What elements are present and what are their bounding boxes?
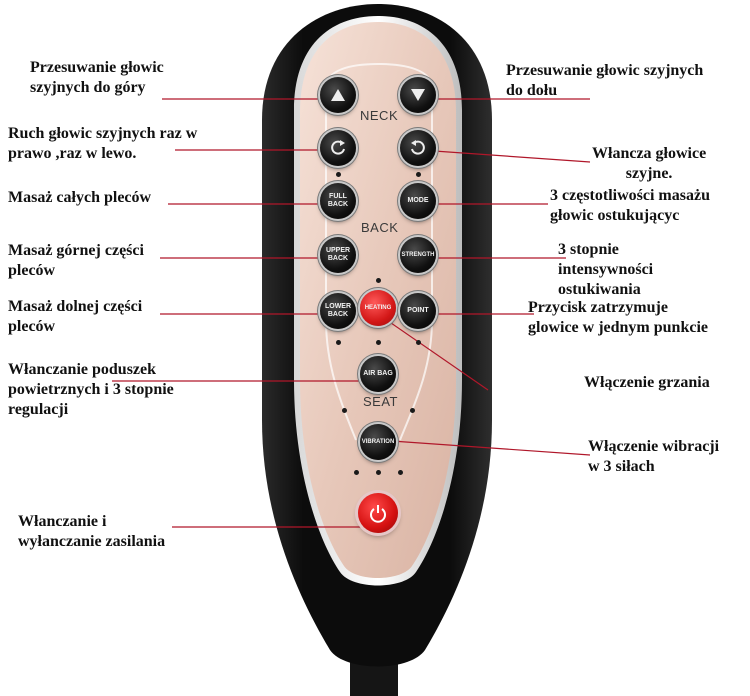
- label-frequency: 3 częstotliwości masażu głowic ostukując…: [550, 187, 710, 224]
- strength-button[interactable]: STRENGTH: [400, 237, 436, 273]
- label-lower-back: Masaż dolnej części pleców: [8, 298, 143, 335]
- panel-guide-line: [325, 88, 357, 441]
- label-full-back: Masaż całych pleców: [8, 189, 152, 206]
- lower-back-button[interactable]: LOWER BACK: [320, 293, 356, 329]
- mode-button[interactable]: MODE: [400, 183, 436, 219]
- rotate-left-icon: [331, 140, 345, 155]
- label-power: Włanczanie i wyłanczanie zasilania: [18, 513, 166, 550]
- indicator-dot: [376, 340, 381, 345]
- power-icon: [370, 505, 386, 523]
- heating-button[interactable]: HEATING: [360, 290, 396, 326]
- point-label: POINT: [407, 307, 429, 314]
- label-move-up: Przesuwanie głowic szyjnych do góry: [30, 59, 164, 96]
- indicator-dot: [376, 470, 381, 475]
- label-neck-on: Włancza głowice szyjne.: [592, 145, 707, 182]
- label-left-right: Ruch głowic szyjnych raz w prawo ,raz w …: [8, 125, 198, 162]
- panel-guide-line: [325, 62, 433, 441]
- indicator-dot: [416, 172, 421, 177]
- indicator-dot: [342, 408, 347, 413]
- label-move-down: Przesuwanie głowic szyjnych do dołu: [506, 62, 704, 99]
- indicator-dot: [354, 470, 359, 475]
- indicator-dot: [410, 408, 415, 413]
- leader-line: [419, 149, 591, 163]
- section-seat: SEAT: [363, 394, 398, 409]
- triangle-down-icon: [411, 89, 425, 101]
- power-button[interactable]: [358, 493, 398, 533]
- indicator-dot: [416, 340, 421, 345]
- heating-label: HEATING: [364, 305, 392, 311]
- label-vibration: Włączenie wibracji w 3 siłach: [588, 438, 720, 475]
- label-airbag: Włanczanie poduszek powietrznych i 3 sto…: [8, 361, 174, 418]
- mode-label: MODE: [407, 197, 429, 204]
- neck-up-button[interactable]: [320, 77, 356, 113]
- vibration-button[interactable]: VIBRATION: [360, 424, 396, 460]
- section-neck: NECK: [360, 108, 399, 123]
- air-bag-button[interactable]: AIR BAG: [360, 356, 396, 392]
- leader-line: [377, 439, 591, 456]
- label-point: Przycisk zatrzymuje glowice w jednym pun…: [528, 299, 708, 336]
- indicator-dot: [376, 278, 381, 283]
- air-bag-label: AIR BAG: [363, 370, 393, 377]
- upper-back-label: UPPER BACK: [325, 247, 351, 262]
- neck-down-button[interactable]: [400, 77, 436, 113]
- rotate-right-icon: [411, 140, 425, 155]
- strength-label: STRENGTH: [401, 252, 435, 258]
- label-strength: 3 stopnie intensywności ostukiwania: [558, 241, 654, 298]
- point-button[interactable]: POINT: [400, 293, 436, 329]
- label-upper-back: Masaż górnej części pleców: [8, 242, 144, 279]
- upper-back-button[interactable]: UPPER BACK: [320, 237, 356, 273]
- indicator-dot: [336, 172, 341, 177]
- triangle-up-icon: [331, 89, 345, 101]
- indicator-dot: [336, 340, 341, 345]
- neck-roll-left-button[interactable]: [320, 130, 356, 166]
- full-back-button[interactable]: FULL BACK: [320, 183, 356, 219]
- vibration-label: VIBRATION: [361, 439, 395, 445]
- section-back: BACK: [361, 220, 399, 235]
- neck-roll-right-button[interactable]: [400, 130, 436, 166]
- label-heating: Włączenie grzania: [584, 374, 710, 391]
- full-back-label: FULL BACK: [327, 193, 349, 208]
- lower-back-label: LOWER BACK: [324, 303, 352, 318]
- indicator-dot: [398, 470, 403, 475]
- leader-line: [377, 313, 489, 391]
